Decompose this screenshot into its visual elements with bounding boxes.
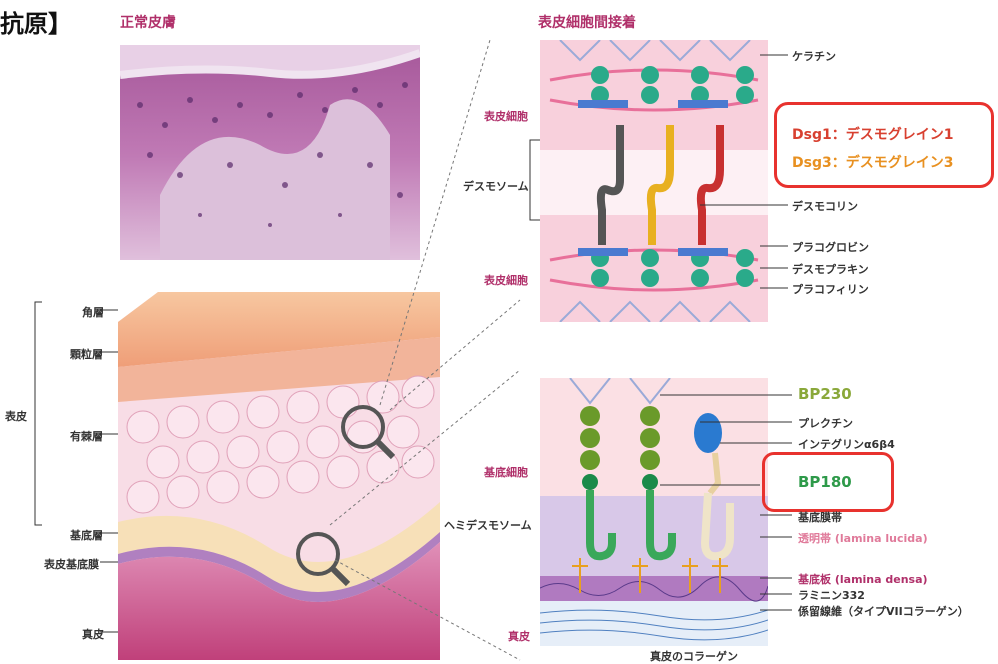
label-bp230: BP230 <box>798 385 852 403</box>
label-hemidesmosome: ヘミデスモソーム <box>444 517 532 533</box>
label-plectin: プレクチン <box>798 415 853 431</box>
lamina-lucida-jp: 透明帯 <box>798 532 831 545</box>
label-bp180: BP180 <box>798 473 852 491</box>
label-anchoring-fibrils: 係留線維（タイプVIIコラーゲン） <box>798 603 969 619</box>
label-basement-membrane-zone: 基底膜帯 <box>798 509 842 525</box>
label-laminin: ラミニン332 <box>798 587 865 603</box>
label-basal-cell: 基底細胞 <box>484 464 528 480</box>
label-dermis-right: 真皮 <box>508 628 530 644</box>
label-dermal-collagen: 真皮のコラーゲン <box>650 648 738 664</box>
label-integrin: インテグリンα6β4 <box>798 436 895 452</box>
lamina-lucida-en: (lamina lucida) <box>835 532 928 545</box>
lamina-densa-jp: 基底板 <box>798 573 831 586</box>
label-lamina-lucida: 透明帯 (lamina lucida) <box>798 530 928 546</box>
label-lamina-densa: 基底板 (lamina densa) <box>798 571 928 587</box>
lamina-densa-en: (lamina densa) <box>835 573 928 586</box>
